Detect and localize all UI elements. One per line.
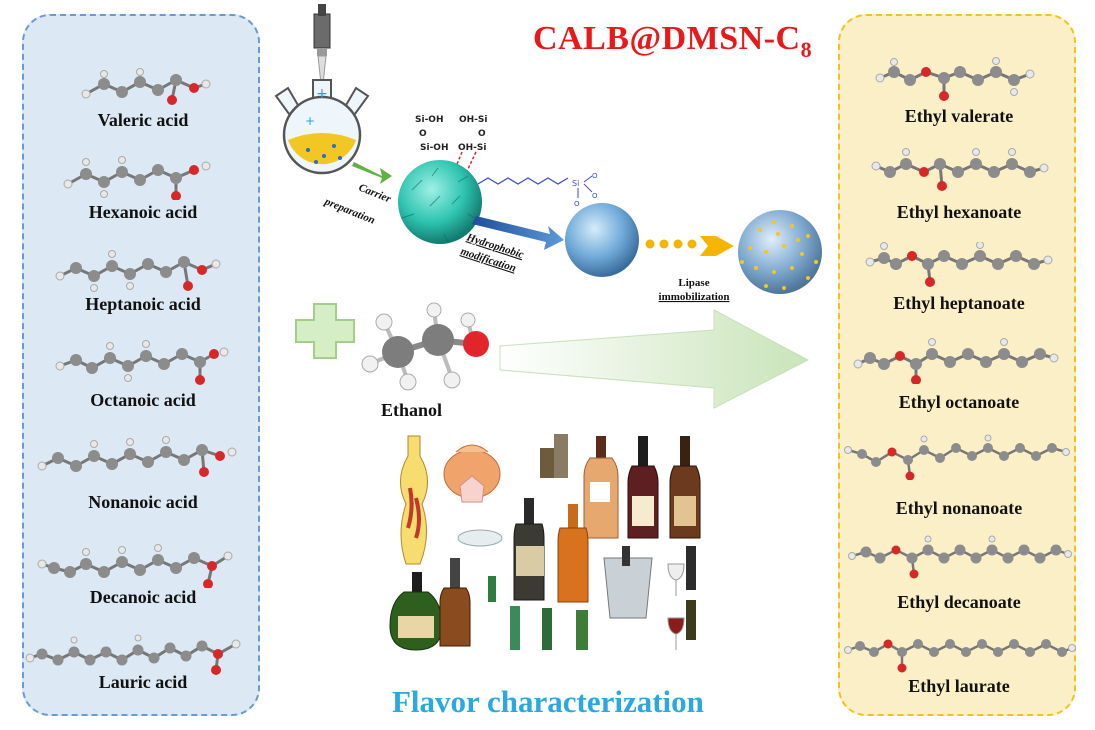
brown-bottle-icon bbox=[439, 558, 471, 647]
ethanol-molecule bbox=[361, 302, 489, 391]
svg-text:O: O bbox=[419, 129, 427, 139]
ethyl-nonanoate-label: Ethyl nonanoate bbox=[895, 498, 1023, 518]
lauric-acid-molecule bbox=[25, 634, 241, 675]
immobilization-label: immobilization bbox=[659, 291, 730, 303]
message-bottle-icon bbox=[457, 529, 503, 547]
pipette-icon bbox=[313, 4, 331, 85]
ethyl-octanoate-label: Ethyl octanoate bbox=[898, 392, 1020, 412]
ethyl-valerate-label: Ethyl valerate bbox=[904, 106, 1014, 126]
heptanoic-acid-label: Heptanoic acid bbox=[85, 294, 201, 314]
nonanoic-acid-molecule bbox=[37, 436, 237, 477]
svg-text:O: O bbox=[592, 192, 598, 200]
cognac-bottle-icon bbox=[389, 572, 443, 651]
ethanol-label: Ethanol bbox=[381, 400, 443, 420]
ethyl-hexanoate-molecule bbox=[871, 148, 1049, 191]
valeric-acid-molecule bbox=[81, 68, 211, 105]
ethyl-laurate-molecule bbox=[844, 639, 1076, 673]
svg-text:O: O bbox=[592, 172, 598, 180]
ice-bucket-icon bbox=[603, 546, 653, 619]
process-illustration: + + Carrier preparation Si-OH OH-Si Si-O… bbox=[274, 4, 822, 409]
acids-panel: Valeric acid Hexanoic acid Heptanoic aci… bbox=[22, 14, 260, 716]
catalyst-title: CALB@DMSN-C8 bbox=[533, 20, 813, 62]
wine-glass-icon bbox=[667, 563, 685, 650]
liquor-bottles-icon bbox=[540, 434, 568, 478]
beer-bottle-icon bbox=[557, 504, 589, 603]
lauric-acid-label: Lauric acid bbox=[98, 672, 188, 692]
svg-text:Si: Si bbox=[572, 179, 579, 188]
ethyl-heptanoate-label: Ethyl heptanoate bbox=[893, 293, 1025, 313]
ethyl-octanoate-molecule bbox=[853, 338, 1059, 384]
gift-bag-icon bbox=[443, 444, 501, 503]
ethyl-nonanoate-molecule bbox=[844, 434, 1070, 480]
decanoic-acid-molecule bbox=[37, 544, 233, 588]
carrier-label: Carrier bbox=[357, 182, 393, 206]
vintage-wine-bottle-icon bbox=[669, 436, 701, 539]
plus-icon bbox=[295, 303, 355, 359]
valeric-acid-label: Valeric acid bbox=[97, 110, 189, 130]
rose-wine-bottle-icon bbox=[583, 436, 619, 539]
silanol-label: OH-Si bbox=[459, 115, 488, 125]
heptanoic-acid-molecule bbox=[55, 250, 221, 292]
ethyl-valerate-molecule bbox=[875, 57, 1035, 101]
flask-icon: + + bbox=[274, 79, 370, 175]
ethyl-decanoate-label: Ethyl decanoate bbox=[897, 592, 1021, 612]
esters-panel: Ethyl valerate Ethyl hexanoate Ethyl hep… bbox=[838, 14, 1076, 716]
silanol-label: Si-OH bbox=[415, 115, 444, 125]
calb-sphere bbox=[738, 210, 822, 294]
ethyl-heptanoate-molecule bbox=[865, 242, 1053, 287]
octanoic-acid-molecule bbox=[55, 340, 229, 385]
ethyl-hexanoate-label: Ethyl hexanoate bbox=[896, 202, 1022, 222]
octanoic-acid-label: Octanoic acid bbox=[90, 390, 196, 410]
flavor-characterization-title: Flavor characterization bbox=[392, 684, 704, 719]
bottles-collage bbox=[389, 434, 701, 651]
dmsn-sphere bbox=[398, 160, 482, 244]
mini-bottles-icon bbox=[488, 576, 588, 650]
svg-text:+: + bbox=[305, 114, 315, 128]
lipase-label: Lipase bbox=[678, 277, 709, 289]
ethyl-laurate-label: Ethyl laurate bbox=[908, 676, 1010, 696]
bottle-icon bbox=[400, 435, 428, 565]
reaction-arrow bbox=[499, 309, 810, 409]
ethyl-decanoate-molecule bbox=[848, 535, 1072, 579]
modified-sphere bbox=[565, 203, 639, 277]
decanoic-acid-label: Decanoic acid bbox=[89, 587, 197, 607]
small-bottles-icon bbox=[686, 546, 696, 640]
nonanoic-acid-label: Nonanoic acid bbox=[88, 492, 198, 512]
hexanoic-acid-molecule bbox=[63, 156, 211, 200]
svg-text:O: O bbox=[574, 200, 580, 208]
svg-text:+: + bbox=[316, 86, 328, 102]
silanol-label: Si-OH bbox=[420, 143, 449, 153]
dark-wine-bottle-icon bbox=[513, 498, 545, 601]
hexanoic-acid-label: Hexanoic acid bbox=[88, 202, 198, 222]
red-wine-bottle-icon bbox=[627, 436, 659, 539]
silanol-label: OH-Si bbox=[458, 143, 487, 153]
svg-text:O: O bbox=[478, 129, 486, 139]
preparation-label: preparation bbox=[322, 195, 377, 226]
